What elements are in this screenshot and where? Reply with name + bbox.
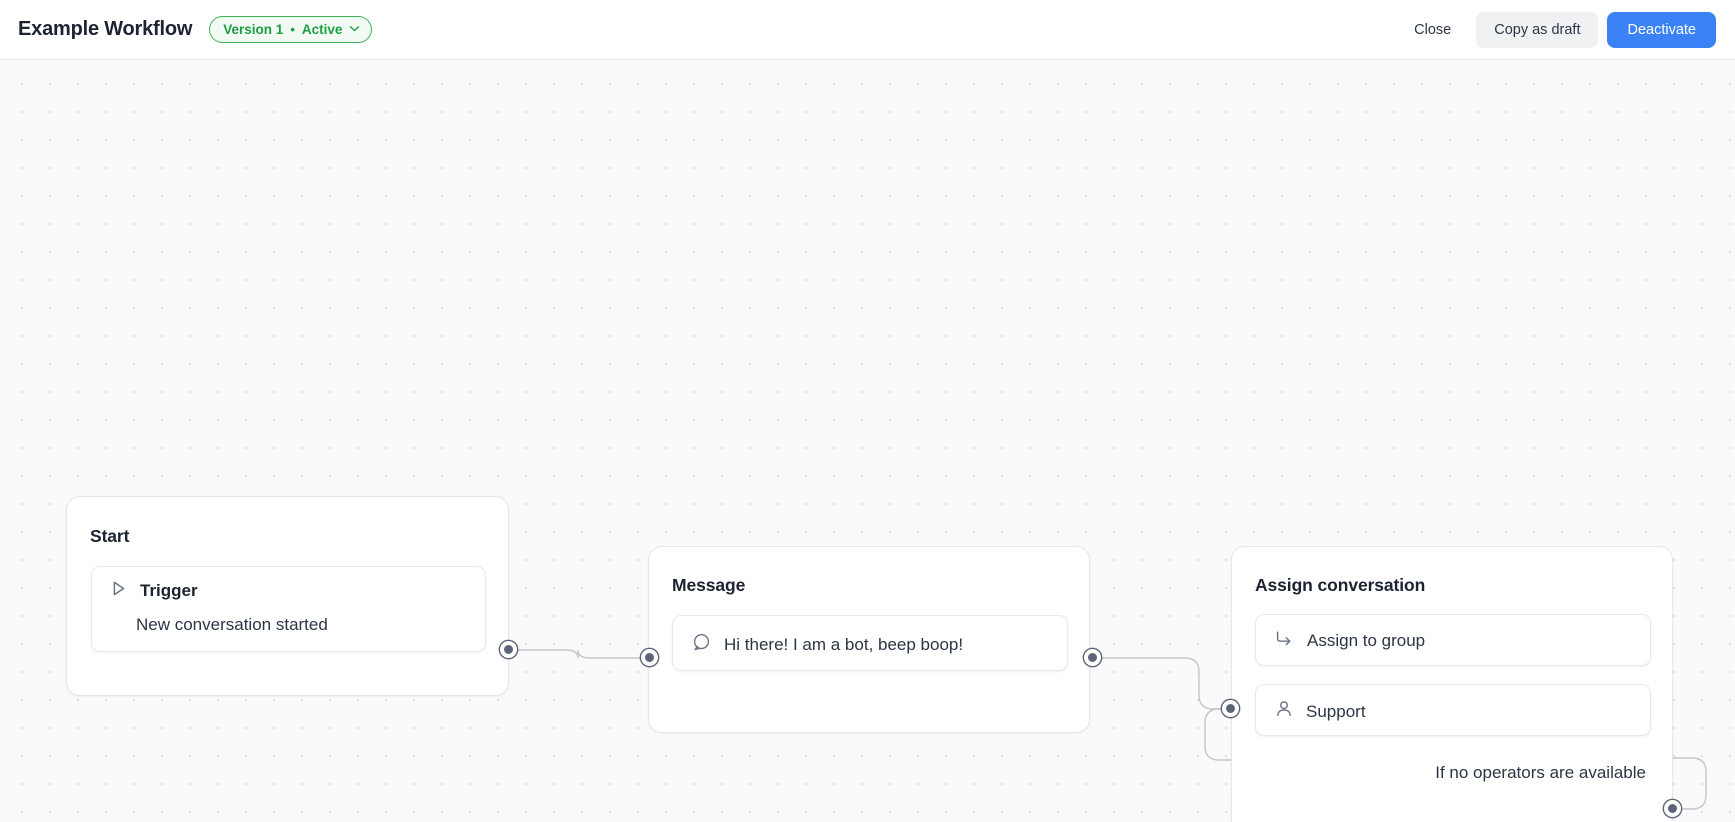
top-bar: Example Workflow Version 1 • Active Clos… [0, 0, 1735, 60]
arrow-turn-right-icon [1275, 630, 1294, 652]
page-title: Example Workflow [18, 18, 193, 40]
node-assign-title: Assign conversation [1255, 575, 1426, 595]
no-operators-condition-label: If no operators are available [1435, 763, 1646, 782]
assign-to-group-row: Assign to group [1275, 630, 1425, 652]
assign-to-group-card[interactable]: Assign to group [1255, 614, 1651, 666]
node-start[interactable]: Start Trigger New conversation started [66, 496, 509, 696]
handle-message-input[interactable] [641, 649, 658, 666]
trigger-card[interactable]: Trigger New conversation started [91, 566, 486, 652]
handle-assign-fallback-output[interactable] [1664, 800, 1681, 817]
support-group-card[interactable]: Support [1255, 684, 1651, 736]
trigger-description: New conversation started [136, 615, 328, 634]
chevron-down-icon [349, 22, 360, 37]
version-status-badge[interactable]: Version 1 • Active [209, 16, 373, 43]
workflow-canvas[interactable]: Start Trigger New conversation started M… [0, 60, 1735, 822]
trigger-row: Trigger [111, 580, 198, 602]
edge-layer [509, 649, 1707, 810]
close-button[interactable]: Close [1398, 12, 1467, 48]
play-triangle-icon [111, 580, 127, 602]
deactivate-button[interactable]: Deactivate [1607, 11, 1716, 48]
support-group-row: Support [1275, 700, 1366, 723]
trigger-label: Trigger [140, 581, 198, 600]
assign-to-group-label: Assign to group [1307, 631, 1426, 650]
message-card[interactable]: Hi there! I am a bot, beep boop! [672, 615, 1068, 671]
top-bar-actions: Close Copy as draft Deactivate [1398, 11, 1735, 48]
status-label: Active [301, 22, 343, 37]
copy-as-draft-button[interactable]: Copy as draft [1476, 11, 1599, 48]
message-row: Hi there! I am a bot, beep boop! [692, 633, 963, 657]
node-assign-conversation[interactable]: Assign conversation Assign to group [1231, 546, 1673, 822]
handle-message-output[interactable] [1084, 649, 1101, 666]
version-label: Version 1 [223, 22, 284, 37]
node-start-title: Start [90, 526, 130, 546]
speech-bubble-icon [692, 633, 711, 657]
handle-start-output[interactable] [500, 641, 517, 658]
support-group-label: Support [1306, 701, 1366, 721]
handle-assign-input[interactable] [1222, 700, 1239, 717]
node-message-title: Message [672, 575, 746, 595]
node-message[interactable]: Message Hi there! I am a bot, beep boop! [648, 546, 1090, 733]
badge-separator: • [290, 22, 295, 37]
person-icon [1275, 700, 1293, 723]
message-text: Hi there! I am a bot, beep boop! [724, 635, 964, 654]
